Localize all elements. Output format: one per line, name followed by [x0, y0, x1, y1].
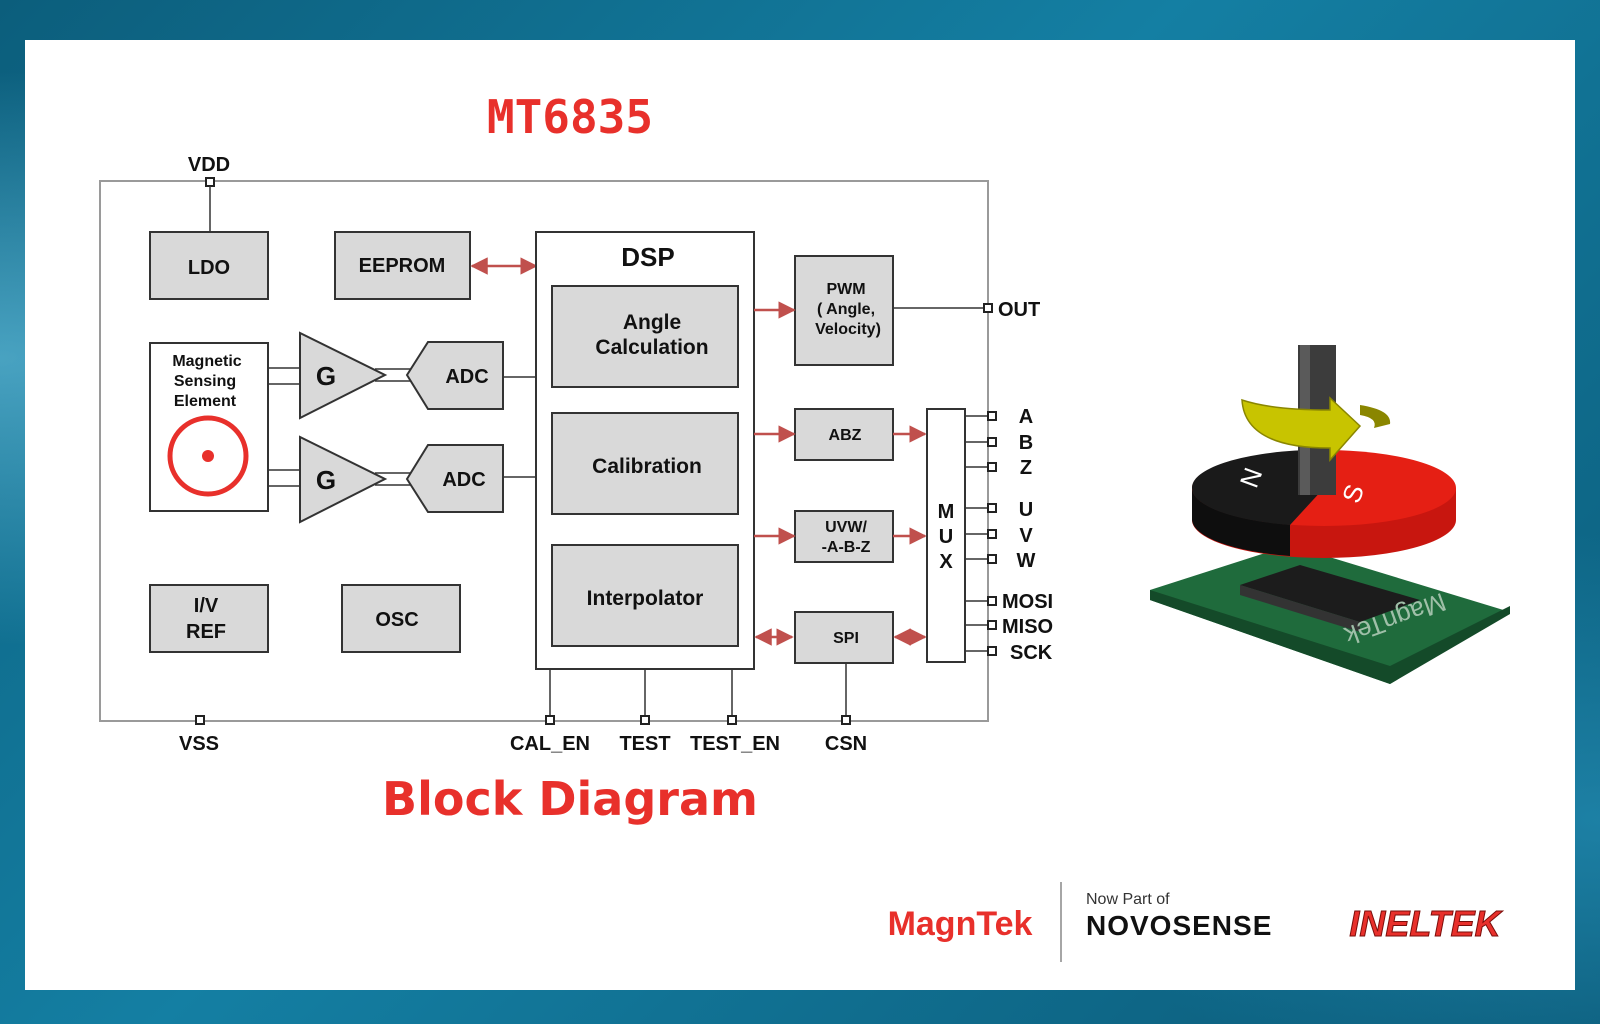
interpolator-block — [551, 544, 739, 647]
osc-label: OSC — [375, 609, 418, 631]
uvw-label-2: -A-B-Z — [822, 539, 871, 556]
pin-vss — [195, 715, 205, 725]
pin-label-u: U — [1019, 499, 1033, 521]
pcb-edge — [1150, 590, 1510, 684]
chip-package-side — [1240, 585, 1360, 632]
ineltek-logo: INELTEK — [1349, 903, 1503, 944]
adc-label-2: ADC — [442, 469, 485, 491]
pin-label-b: B — [1019, 432, 1033, 454]
gain-label-1: G — [316, 361, 336, 391]
magnetic-field-icon — [167, 415, 249, 497]
pin-label-w: W — [1017, 550, 1036, 572]
calibration-block — [551, 412, 739, 515]
eeprom-label: EEPROM — [359, 255, 446, 277]
magnet-top-north — [1191, 450, 1324, 525]
adc-block-2 — [405, 444, 504, 513]
gain-amplifier-1 — [299, 331, 388, 420]
pin-label-a: A — [1019, 406, 1033, 428]
chip-package-icon — [1240, 565, 1420, 622]
pin-test — [640, 715, 650, 725]
iv-ref-label-2: REF — [186, 621, 226, 643]
uvw-label-1: UVW/ — [825, 519, 867, 536]
ldo-label: LDO — [188, 257, 230, 279]
pin-csn — [841, 715, 851, 725]
pwm-block — [794, 255, 894, 366]
iv-ref-block — [149, 584, 269, 653]
pin-label-mosi: MOSI — [1002, 591, 1053, 613]
adc-label-1: ADC — [445, 366, 488, 388]
pin-label-test-en: TEST_EN — [690, 733, 780, 755]
pin-label-vss: VSS — [179, 733, 219, 755]
sensing-element-block — [149, 342, 269, 512]
pwm-label-3: Velocity) — [815, 321, 881, 338]
mux-pin-miso — [965, 620, 997, 630]
rotation-arrow-back-icon — [1360, 405, 1391, 428]
pwm-label-2: ( Angle, — [817, 301, 875, 318]
mux-pin-b — [965, 437, 997, 447]
eeprom-block — [334, 231, 471, 300]
pin-label-z: Z — [1020, 457, 1032, 479]
chip-outline — [99, 180, 989, 722]
pin-label-cal-en: CAL_EN — [510, 733, 590, 755]
gain-label-2: G — [316, 465, 336, 495]
pin-label-csn: CSN — [825, 733, 867, 755]
mux-label-u: U — [939, 526, 953, 548]
now-part-of-label: Now Part of — [1086, 891, 1170, 908]
spi-block — [794, 611, 894, 664]
iv-ref-label-1: I/V — [194, 595, 219, 617]
angle-calculation-label-1: Angle — [623, 311, 681, 334]
abz-label: ABZ — [829, 427, 862, 444]
mux-pin-v — [965, 529, 997, 539]
mux-block — [926, 408, 966, 663]
angle-calculation-label-2: Calculation — [595, 336, 708, 359]
mux-pin-mosi — [965, 596, 997, 606]
mux-pin-u — [965, 503, 997, 513]
dsp-label: DSP — [621, 242, 674, 272]
angle-calculation-block — [551, 285, 739, 388]
diagram-caption: Block Diagram — [382, 772, 758, 826]
page-title: MT6835 — [487, 90, 653, 144]
magntek-logo: MagnTek — [888, 905, 1033, 943]
pin-label-sck: SCK — [1010, 642, 1053, 664]
calibration-label: Calibration — [592, 455, 702, 478]
pin-vdd — [205, 177, 215, 187]
ldo-block — [149, 231, 269, 300]
pin-out — [983, 303, 993, 313]
mux-pin-w — [965, 554, 997, 564]
pin-label-vdd: VDD — [188, 154, 230, 176]
novosense-logo: NOVOSENSE — [1086, 910, 1272, 941]
sensing-label-2: Sensing — [174, 373, 236, 390]
mux-pin-z — [965, 462, 997, 472]
sensing-label-3: Element — [174, 393, 237, 410]
mux-pin-a — [965, 411, 997, 421]
pin-test-en — [727, 715, 737, 725]
gain-amplifier-2 — [299, 435, 388, 524]
osc-block — [341, 584, 461, 653]
sensing-label-1: Magnetic — [172, 353, 241, 370]
pin-label-v: V — [1019, 525, 1033, 547]
magnetic-field-dot-icon — [202, 450, 214, 462]
interpolator-label: Interpolator — [587, 587, 704, 610]
mux-label-x: X — [939, 551, 953, 573]
spi-label: SPI — [833, 630, 859, 647]
rotation-arrow-icon — [1241, 396, 1362, 462]
pin-label-out: OUT — [998, 299, 1040, 321]
pin-cal-en — [545, 715, 555, 725]
pwm-label-1: PWM — [826, 281, 865, 298]
mux-label-m: M — [938, 501, 955, 523]
pin-label-test: TEST — [619, 733, 670, 755]
adc-block-1 — [405, 341, 504, 410]
mux-pin-sck — [965, 646, 997, 656]
pin-label-miso: MISO — [1002, 616, 1053, 638]
magnet-sensor-illustration: N S MagnTek — [1150, 345, 1510, 684]
